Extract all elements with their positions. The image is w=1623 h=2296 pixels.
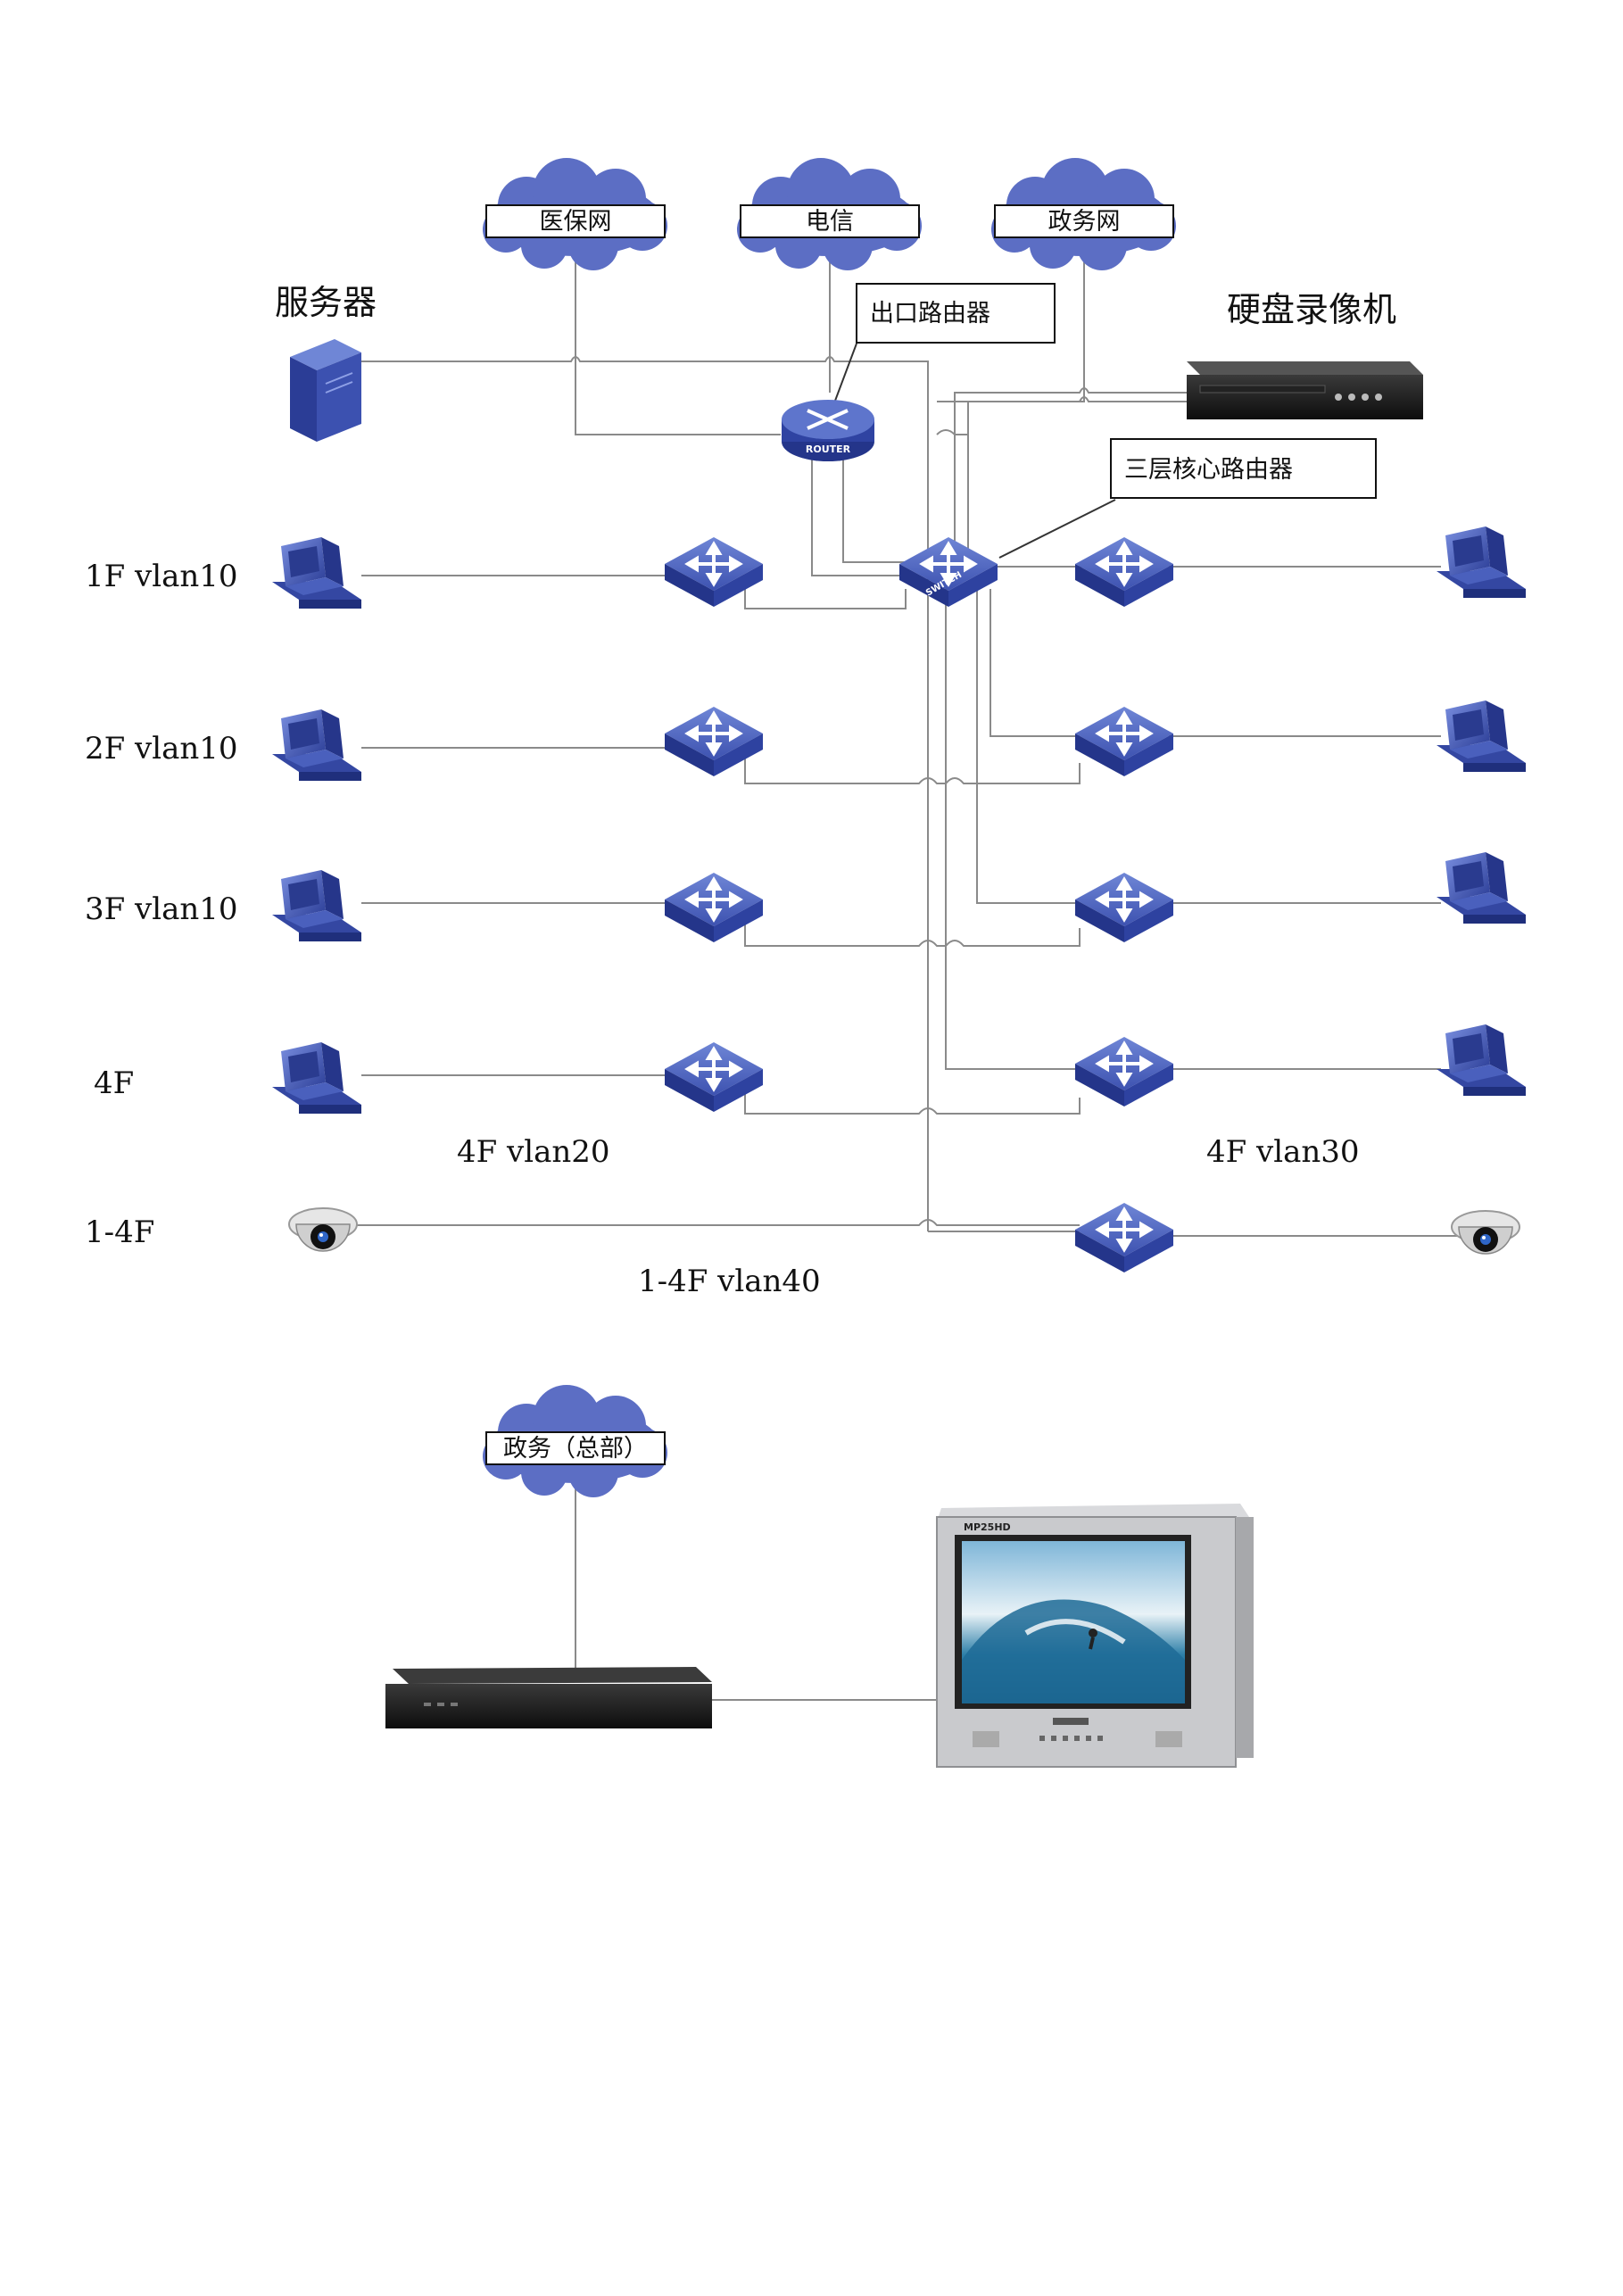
switch-icon: [1073, 705, 1175, 778]
cloud-hq: 政务（总部）: [483, 1385, 667, 1497]
vlan30-label: 4F vlan30: [1206, 1134, 1360, 1170]
cloud-medical: 医保网: [483, 158, 667, 270]
pc-icon: [1437, 1024, 1526, 1096]
nvr-label: 硬盘录像机: [1227, 290, 1396, 329]
pc-icon: [1437, 700, 1526, 772]
core-router-label: 三层核心路由器: [1124, 456, 1293, 484]
core-router-callout: 三层核心路由器: [1110, 438, 1377, 499]
cloud-hq-label: 政务（总部）: [503, 1435, 648, 1463]
pc-icon: [1437, 852, 1526, 924]
monitor-icon: MP25HD: [936, 1504, 1254, 1768]
camera-icon: [1451, 1210, 1520, 1255]
floor-3-label: 3F vlan10: [85, 891, 238, 927]
wires: [357, 261, 1459, 1237]
pc-icon: [272, 709, 361, 781]
switch-icon: [663, 705, 765, 778]
cloud-government: 政务网: [991, 158, 1176, 270]
cloud-medical-label: 医保网: [540, 208, 612, 236]
vlan20-label: 4F vlan20: [457, 1134, 610, 1170]
switch-icon: [663, 535, 765, 609]
cloud-government-label: 政务网: [1048, 208, 1121, 236]
floor-cam-label: 1-4F: [85, 1214, 154, 1250]
pc-icon: [272, 1042, 361, 1114]
switch-icon: [1073, 1201, 1175, 1274]
nvr-icon: [1187, 361, 1423, 419]
pc-icon: [1437, 526, 1526, 598]
exit-router-icon: ROUTER: [782, 400, 874, 461]
vlan40-label: 1-4F vlan40: [638, 1264, 821, 1299]
cloud-telecom-label: 电信: [806, 208, 854, 236]
floor-2-label: 2F vlan10: [85, 731, 238, 767]
switch-icon: [663, 1040, 765, 1114]
core-switch-icon: SWITCH: [898, 535, 999, 609]
exit-router-callout: 出口路由器: [856, 283, 1056, 344]
decoder-icon: [385, 1667, 712, 1728]
floor-1-label: 1F vlan10: [85, 559, 238, 594]
cloud-telecom: 电信: [737, 158, 922, 270]
router-text: ROUTER: [806, 443, 851, 455]
switch-icon: [1073, 871, 1175, 944]
pc-icon: [272, 870, 361, 941]
monitor-brand-text: MP25HD: [964, 1521, 1011, 1533]
exit-router-label: 出口路由器: [870, 300, 990, 327]
switch-icon: [663, 871, 765, 944]
pc-icon: [272, 537, 361, 609]
server-icon: [290, 339, 361, 442]
switch-icon: [1073, 535, 1175, 609]
floor-4-label: 4F: [94, 1065, 134, 1101]
server-label: 服务器: [275, 283, 377, 322]
camera-icon: [288, 1207, 358, 1252]
switch-icon: [1073, 1035, 1175, 1108]
